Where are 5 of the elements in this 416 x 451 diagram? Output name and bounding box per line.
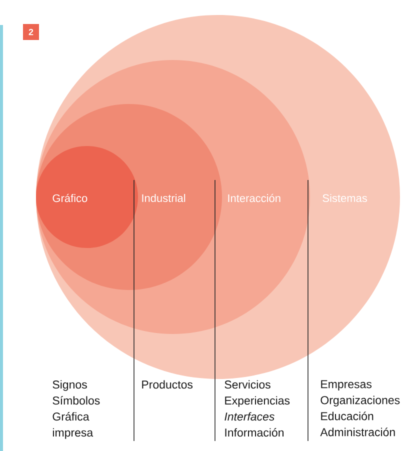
term-list: Empresas Organizaciones Educación Administración: [320, 380, 400, 436]
figure-number-badge: 2: [23, 24, 39, 40]
term-list: Signos Símbolos Gráfica impresa: [52, 380, 100, 439]
term-list: Productos: [142, 380, 193, 389]
term-list: Servicios Experiencias Interfaces Información: [224, 380, 290, 437]
